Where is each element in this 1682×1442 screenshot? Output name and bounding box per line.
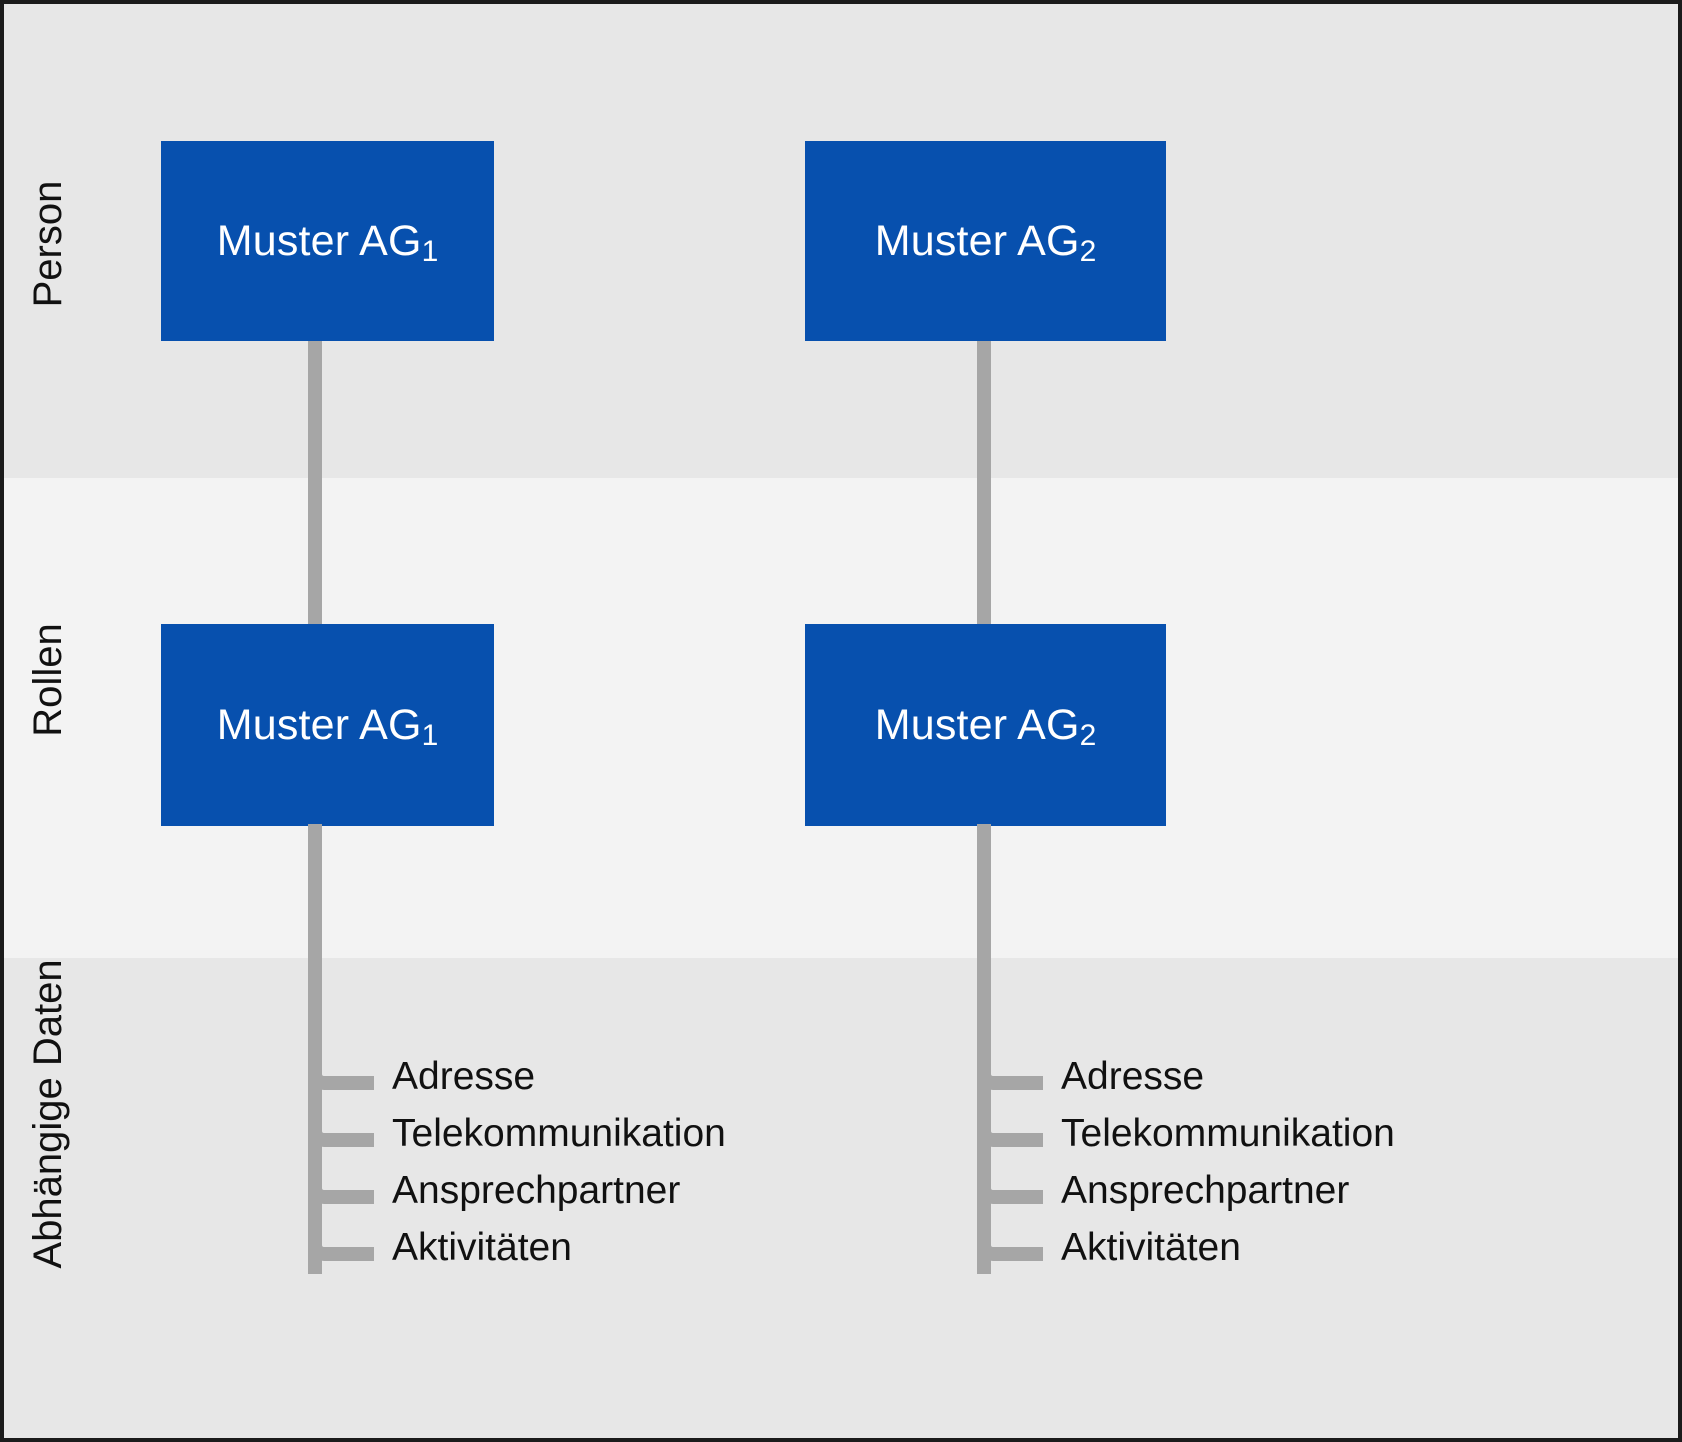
leaf-label-col1-aktivitaeten: Aktivitäten <box>392 1226 572 1269</box>
node-person-col1[interactable]: Muster AG1 <box>161 141 494 341</box>
node-person-col2-index: 2 <box>1079 234 1097 268</box>
lane-band-abhaengige-daten <box>4 958 1678 1438</box>
node-rollen-col1-label: Muster AG1 <box>216 700 439 752</box>
node-rollen-col1[interactable]: Muster AG1 <box>161 624 494 826</box>
connector-col2-branch-aktivitaeten <box>977 1219 1043 1261</box>
node-rollen-col2-index: 2 <box>1079 718 1097 752</box>
leaf-label-col2-telekommunikation: Telekommunikation <box>1061 1112 1395 1155</box>
connector-col1-branch-adresse <box>308 1048 374 1090</box>
leaf-label-col1-ansprechpartner: Ansprechpartner <box>392 1169 681 1212</box>
node-person-col1-label: Muster AG1 <box>216 216 439 268</box>
connector-col2-person-to-rollen <box>977 339 991 629</box>
lane-label-abhaengige-daten: Abhängige Daten <box>26 959 70 1269</box>
node-rollen-col2[interactable]: Muster AG2 <box>805 624 1166 826</box>
lane-label-rollen: Rollen <box>26 623 70 737</box>
connector-col1-branch-telekommunikation <box>308 1105 374 1147</box>
node-person-col2-label: Muster AG2 <box>874 216 1097 268</box>
node-person-col2[interactable]: Muster AG2 <box>805 141 1166 341</box>
node-rollen-col1-index: 1 <box>421 718 439 752</box>
connector-col2-branch-adresse <box>977 1048 1043 1090</box>
node-rollen-col2-label: Muster AG2 <box>874 700 1097 752</box>
connector-col1-person-to-rollen <box>308 339 322 629</box>
connector-col1-branch-aktivitaeten <box>308 1219 374 1261</box>
leaf-label-col1-adresse: Adresse <box>392 1055 536 1098</box>
leaf-label-col2-aktivitaeten: Aktivitäten <box>1061 1226 1241 1269</box>
leaf-label-col1-telekommunikation: Telekommunikation <box>392 1112 726 1155</box>
connector-col2-branch-ansprechpartner <box>977 1162 1043 1204</box>
node-person-col1-index: 1 <box>421 234 439 268</box>
leaf-label-col2-ansprechpartner: Ansprechpartner <box>1061 1169 1350 1212</box>
lane-label-person: Person <box>26 180 70 308</box>
leaf-label-col2-adresse: Adresse <box>1061 1055 1205 1098</box>
connector-col1-branch-ansprechpartner <box>308 1162 374 1204</box>
connector-col2-branch-telekommunikation <box>977 1105 1043 1147</box>
